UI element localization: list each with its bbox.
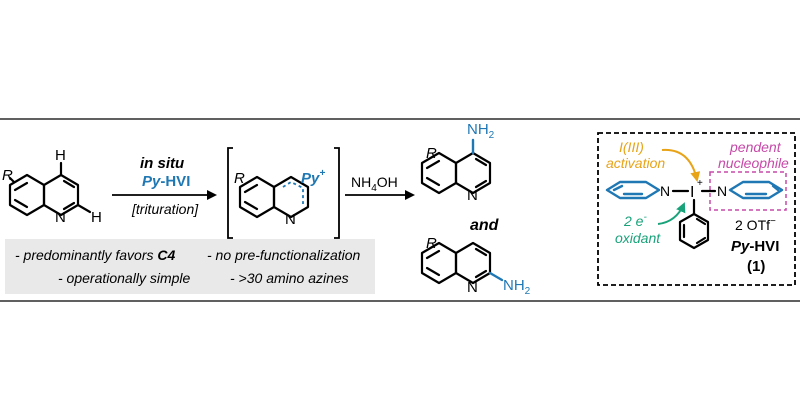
compound-name: Py-HVI [731,238,779,255]
arrow-2-reagent: NH4OH [351,174,398,194]
right-bracket [334,147,340,239]
activation-arrow [661,148,701,182]
oxidant-label-2: oxidant [615,230,661,246]
intermediate-py-plus: Py+ [301,168,325,187]
arrow-1-reagent: Py-HVI [142,173,190,190]
intermediate-quinoline [238,175,310,219]
reagent-box [597,132,796,286]
product-2-aminoquinoline [420,241,504,285]
nucleophile-highlight [709,171,787,211]
nucleophile-label: pendent [729,139,782,155]
nucleophile-label-2: nucleophile [718,155,789,171]
substrate-n: N [55,209,66,226]
substrate-quinoline [8,161,92,217]
arrow-1-in-situ: in situ [140,155,184,172]
substrate-r-label: R [2,167,13,184]
substrate-c2-h: H [91,209,102,226]
product-4-aminoquinoline [420,138,492,195]
substrate-c4-h: H [55,147,66,164]
right-pyridine [728,180,784,200]
left-pyridine-n: N [660,183,670,199]
right-pyridine-n: N [717,183,727,199]
activation-label: I(III) [619,139,644,155]
product-2-n: N [467,279,478,296]
intermediate-r-label: R [234,170,245,187]
and-label: and [470,217,500,234]
compound-number: (1) [747,258,765,275]
note-operationally-simple: - operationally simple [58,270,190,286]
left-bracket [227,147,233,239]
product-2-r-label: R [426,235,437,252]
left-pyridine [605,180,661,200]
arrow-1-trituration: [trituration] [131,201,199,217]
product-1-n: N [467,187,478,204]
note-amino-azines: - >30 amino azines [230,270,349,286]
activation-label-2: activation [606,155,665,171]
product-1-r-label: R [426,145,437,162]
notes-box [5,239,375,294]
note-no-prefunctionalization: - no pre-functionalization [207,247,361,263]
intermediate-n: N [285,211,296,228]
product-1-nh2: NH2 [467,121,495,141]
product-2-nh2: NH2 [503,277,531,297]
oxidant-arrow [657,202,686,225]
note-c4-selectivity: - predominantly favors C4 [15,247,176,263]
iodine-charge: + [697,178,703,189]
oxidant-label: 2 e- [623,212,647,229]
phenyl-ring [678,212,710,250]
iodine: I [690,184,694,201]
triflate-label: 2 OTf− [735,216,776,233]
